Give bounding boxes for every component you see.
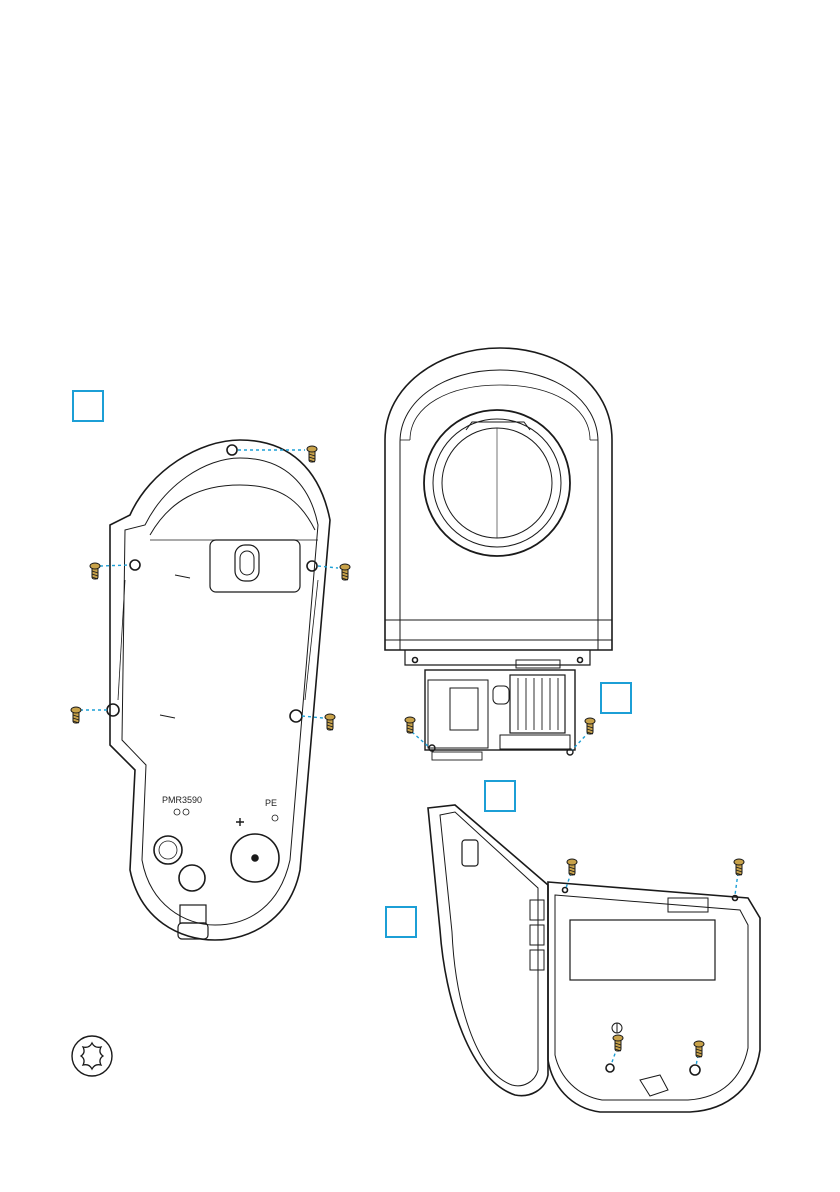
board-code-label: PMR3590 xyxy=(162,795,202,805)
screw-icon xyxy=(71,707,81,723)
screw-icon xyxy=(405,717,415,733)
screw-icon xyxy=(734,859,744,875)
pe-mark-label: PE xyxy=(265,798,277,808)
screw-icon xyxy=(613,1035,623,1051)
step-marker-1 xyxy=(72,390,104,422)
step-marker-2 xyxy=(600,682,632,714)
step-marker-3 xyxy=(484,780,516,812)
screw-icon xyxy=(694,1041,704,1057)
opened-front-panel xyxy=(428,805,760,1112)
screw-icon xyxy=(585,718,595,734)
front-cover xyxy=(385,348,612,668)
screw-icon xyxy=(325,714,335,730)
back-housing xyxy=(107,440,330,940)
screw-icon xyxy=(567,859,577,875)
screw-icon xyxy=(307,446,317,462)
screw-icon xyxy=(90,563,100,579)
step-marker-4 xyxy=(385,906,417,938)
electronics-module xyxy=(425,670,575,760)
screw-icon xyxy=(340,564,350,580)
torx-icon xyxy=(70,1034,114,1078)
